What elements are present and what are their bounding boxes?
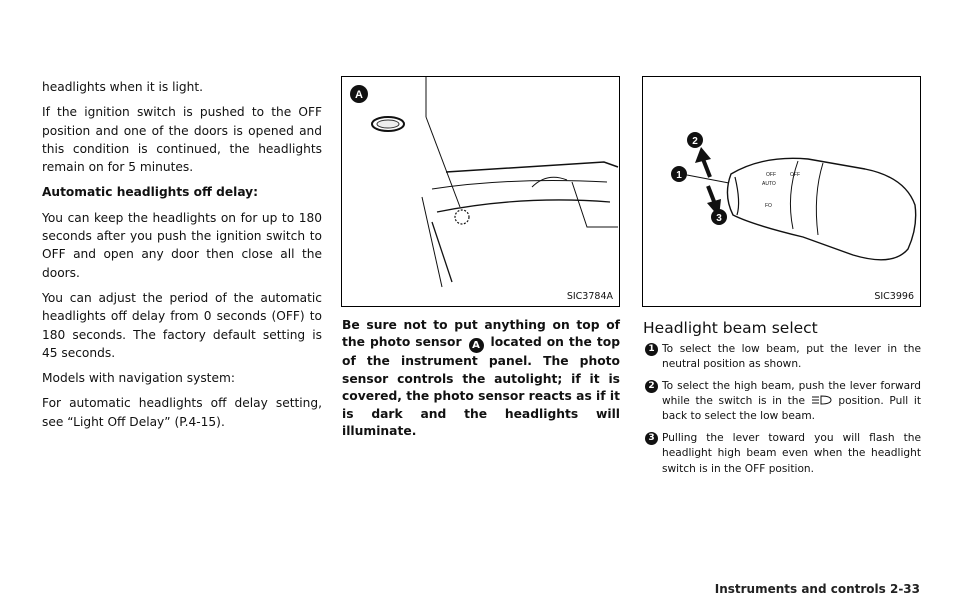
beam-select-list: 1 To select the low beam, put the lever … [643, 342, 921, 483]
warning-text-part1: Be sure not to put anything on top of th… [342, 318, 620, 350]
photo-sensor-warning: Be sure not to put anything on top of th… [342, 317, 620, 441]
figure-code: SIC3996 [874, 291, 914, 302]
switch-label: OFF [766, 172, 776, 178]
paragraph: Models with navigation system: [42, 371, 235, 386]
section-title: Headlight beam select [643, 319, 818, 337]
list-item-text: To select the high beam, push the lever … [662, 379, 921, 408]
switch-label: OFF [790, 172, 800, 178]
marker-a-label: A [355, 89, 363, 101]
list-item-text: Pulling the lever toward you will flash … [662, 431, 921, 475]
switch-label: AUTO [762, 181, 776, 187]
warning-text-part2: located on the top of the instrument pan… [342, 335, 620, 439]
headlight-lever-figure: OFF AUTO OFF FO 2 1 3 SIC3996 [642, 76, 921, 307]
paragraph: You can adjust the period of the automat… [42, 290, 322, 360]
photo-sensor-figure: A SIC3784A [341, 76, 620, 307]
high-beam-icon [811, 395, 832, 405]
section-heading: Automatic headlights off delay: [42, 185, 258, 200]
list-item: 2 To select the high beam, push the leve… [643, 379, 921, 425]
paragraph: For automatic headlights off delay setti… [42, 396, 322, 429]
left-column: headlights when it is light. If the igni… [42, 78, 322, 438]
headlight-lever-illustration: OFF AUTO OFF FO 2 1 3 [671, 132, 917, 261]
step-number-badge: 1 [645, 343, 658, 356]
page-footer: Instruments and controls 2-33 [714, 582, 920, 596]
step-number-badge: 2 [645, 379, 658, 393]
marker-1-label: 1 [676, 170, 682, 181]
list-item: 1 To select the low beam, put the lever … [643, 342, 921, 373]
marker-a-badge: A [468, 338, 484, 354]
paragraph: You can keep the headlights on for up to… [42, 210, 322, 280]
paragraph: headlights when it is light. [42, 80, 203, 94]
figure-code: SIC3784A [566, 291, 613, 302]
list-item-text: To select the low beam, put the lever in… [662, 343, 921, 371]
list-item-text: position. Pull it back to select the low… [662, 395, 921, 423]
marker-2-label: 2 [692, 136, 698, 147]
photo-sensor-illustration: A [350, 77, 619, 288]
step-number-badge: 3 [645, 431, 658, 445]
paragraph: If the ignition switch is pushed to the … [42, 105, 322, 175]
switch-label: FO [765, 203, 772, 209]
marker-3-label: 3 [716, 213, 722, 224]
list-item: 3 Pulling the lever toward you will flas… [643, 431, 921, 477]
